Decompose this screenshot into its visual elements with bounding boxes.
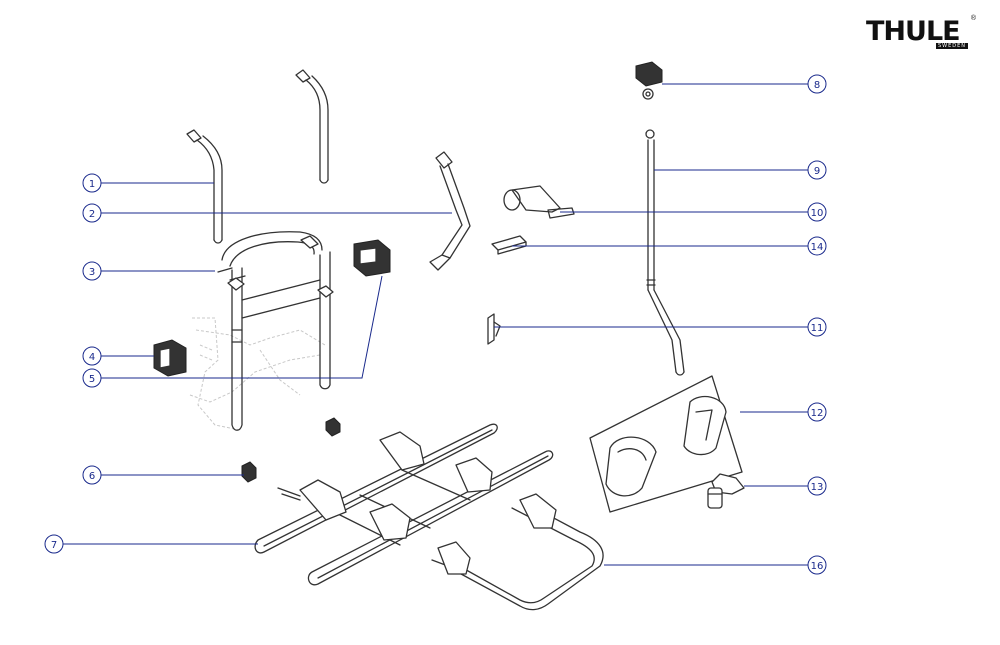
- svg-text:16: 16: [811, 561, 824, 572]
- callout-4: 4: [82, 346, 102, 366]
- callout-5: 5: [82, 368, 102, 388]
- svg-text:7: 7: [51, 540, 57, 551]
- logo-wordmark: THULE: [866, 16, 961, 47]
- svg-text:5: 5: [89, 374, 95, 385]
- ghost-mount-outline: [189, 317, 326, 431]
- svg-text:3: 3: [89, 267, 95, 278]
- part-4-pads: [153, 339, 187, 377]
- leader-5: [101, 275, 383, 379]
- logo-registered-mark: ®: [970, 15, 976, 22]
- svg-text:9: 9: [814, 166, 820, 177]
- part-2-bent-arm: [429, 151, 471, 271]
- callout-11: 11: [807, 317, 827, 337]
- part-9-crank-rod: [645, 129, 685, 376]
- thule-logo: THULE SWEDEN ®: [866, 15, 976, 50]
- callout-2: 2: [82, 203, 102, 223]
- callout-7: 7: [44, 534, 64, 554]
- callout-6: 6: [82, 465, 102, 485]
- upright-tube-right: [295, 69, 329, 184]
- svg-text:12: 12: [811, 408, 824, 419]
- svg-text:2: 2: [89, 209, 95, 220]
- logo-subtext: SWEDEN: [935, 43, 968, 49]
- svg-text:10: 10: [811, 208, 824, 219]
- svg-text:8: 8: [814, 80, 820, 91]
- part-7-wheel-rails: [254, 423, 554, 586]
- svg-text:14: 14: [811, 242, 824, 253]
- callout-8: 8: [807, 74, 827, 94]
- callout-16: 16: [807, 555, 827, 575]
- svg-text:13: 13: [811, 482, 824, 493]
- part-11-clip: [487, 313, 501, 345]
- part-8-lock: [635, 61, 663, 100]
- small-knob: [325, 417, 341, 437]
- part-16-loop-frame: [437, 493, 604, 611]
- part-12-cover-set: [589, 375, 743, 513]
- svg-text:4: 4: [89, 352, 95, 363]
- part-10-strap: [503, 185, 575, 219]
- svg-text:11: 11: [811, 323, 824, 334]
- callout-14: 14: [807, 236, 827, 256]
- part-1-upright-tube: [186, 129, 223, 244]
- part-6-knob: [241, 461, 257, 483]
- callout-3: 3: [82, 261, 102, 281]
- callout-1: 1: [82, 173, 102, 193]
- callout-9: 9: [807, 160, 827, 180]
- part-14-pad: [491, 235, 527, 255]
- part-3-frame: [217, 231, 334, 431]
- callout-12: 12: [807, 402, 827, 422]
- part-13-lock-cylinder: [707, 473, 745, 509]
- part-5-block: [353, 239, 391, 277]
- callout-10: 10: [807, 202, 827, 222]
- leader-lines: [63, 83, 808, 566]
- svg-text:1: 1: [89, 179, 95, 190]
- svg-text:6: 6: [89, 471, 95, 482]
- callout-13: 13: [807, 476, 827, 496]
